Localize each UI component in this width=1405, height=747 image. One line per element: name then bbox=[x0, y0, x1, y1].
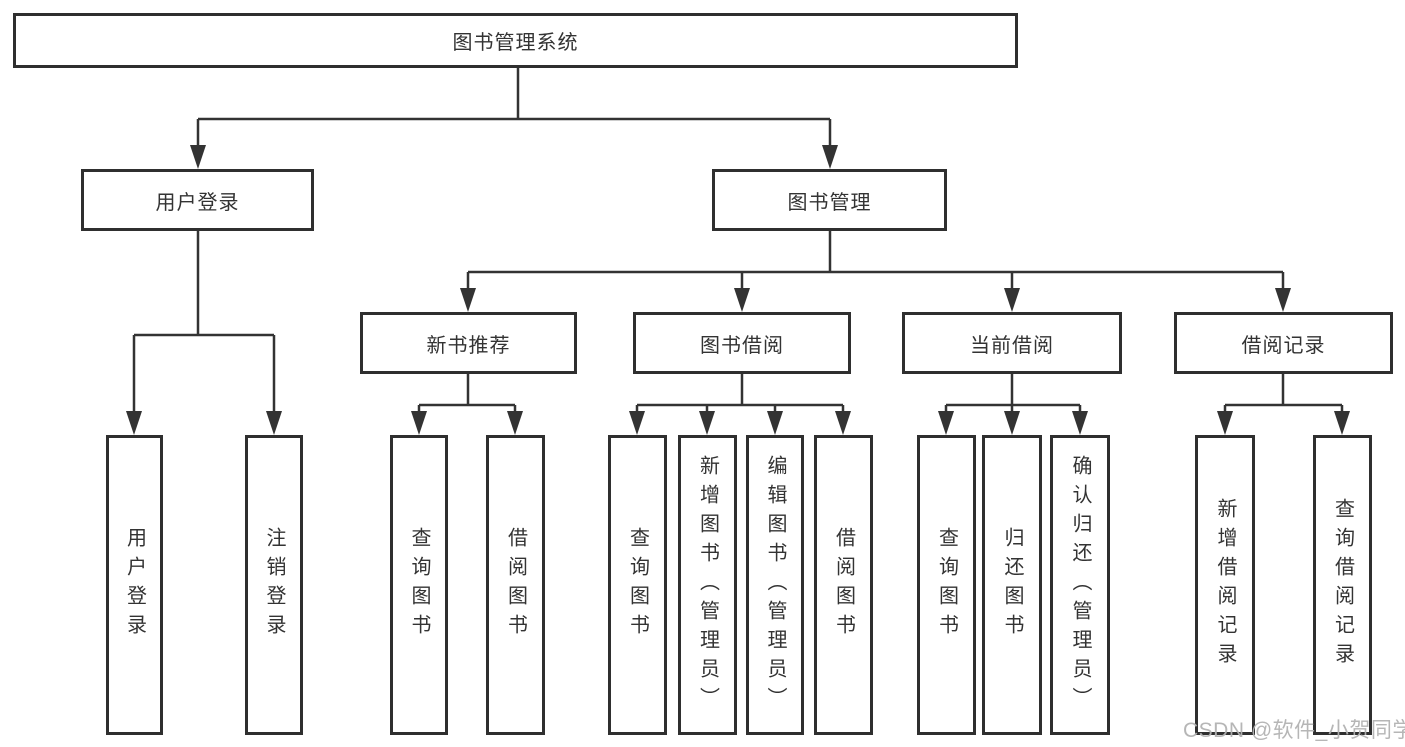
node-book-borrowing: 图书借阅 bbox=[633, 312, 851, 374]
node-current-borrowing: 当前借阅 bbox=[902, 312, 1122, 374]
node-new-book-recommendation: 新书推荐 bbox=[360, 312, 577, 374]
node-edit-books-admin: 编辑图书（管理员） bbox=[746, 435, 804, 735]
arrow-down-icons bbox=[126, 145, 1350, 435]
node-label: 借阅图书 bbox=[504, 527, 527, 643]
node-query-borrow-record: 查询借阅记录 bbox=[1313, 435, 1372, 735]
node-add-borrow-record: 新增借阅记录 bbox=[1195, 435, 1255, 735]
node-add-books-admin: 新增图书（管理员） bbox=[678, 435, 737, 735]
node-query-books-borrow: 查询图书 bbox=[608, 435, 667, 735]
node-label: 归还图书 bbox=[1001, 527, 1023, 643]
node-query-books-current: 查询图书 bbox=[917, 435, 976, 735]
csdn-watermark: CSDN @软件_小贺同学 bbox=[1183, 719, 1405, 742]
node-user-login-action: 用户登录 bbox=[106, 435, 163, 735]
node-confirm-return-admin: 确认归还（管理员） bbox=[1050, 435, 1110, 735]
node-return-books: 归还图书 bbox=[982, 435, 1042, 735]
node-label: 查询图书 bbox=[626, 527, 649, 643]
node-label: 注销登录 bbox=[263, 527, 285, 643]
node-label: 查询图书 bbox=[408, 527, 430, 643]
node-label: 新增图书（管理员） bbox=[696, 454, 719, 716]
node-label: 确认归还（管理员） bbox=[1069, 454, 1091, 716]
node-label: 借阅图书 bbox=[832, 527, 855, 643]
node-borrowing-records: 借阅记录 bbox=[1174, 312, 1393, 374]
node-book-management: 图书管理 bbox=[712, 169, 947, 231]
node-label: 查询图书 bbox=[935, 527, 958, 643]
node-logout: 注销登录 bbox=[245, 435, 303, 735]
node-label: 新增借阅记录 bbox=[1214, 498, 1236, 672]
node-query-books-newrec: 查询图书 bbox=[390, 435, 448, 735]
node-user-login: 用户登录 bbox=[81, 169, 314, 231]
node-borrow-books-action: 借阅图书 bbox=[814, 435, 873, 735]
node-label: 编辑图书（管理员） bbox=[764, 454, 786, 716]
node-library-management-system: 图书管理系统 bbox=[13, 13, 1018, 68]
node-label: 查询借阅记录 bbox=[1331, 498, 1354, 672]
connector-edges bbox=[132, 67, 1344, 414]
node-label: 用户登录 bbox=[123, 527, 146, 643]
node-borrow-books-newrec: 借阅图书 bbox=[486, 435, 545, 735]
